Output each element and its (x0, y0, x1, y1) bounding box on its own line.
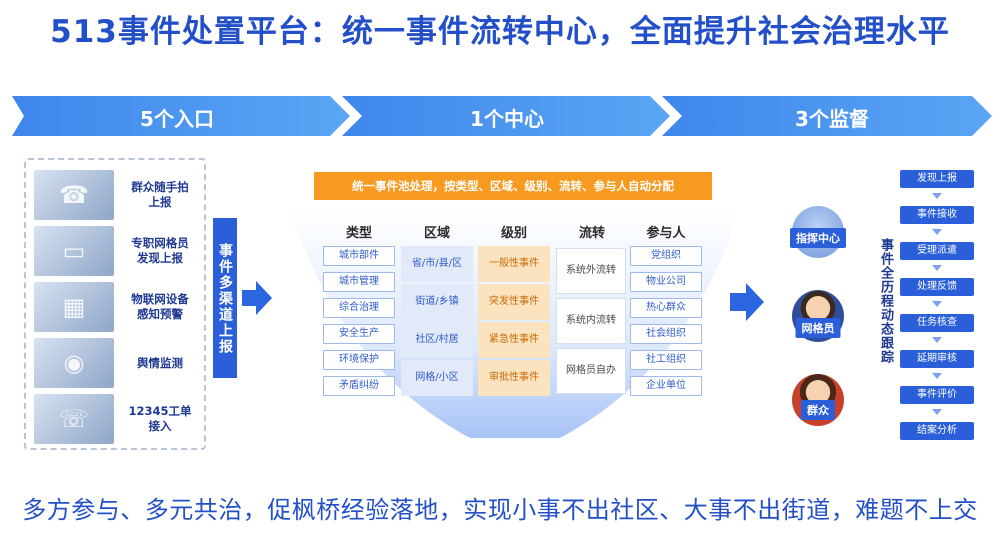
entry-item-12345: ☏ 12345工单 接入 (34, 394, 200, 444)
down-arrow-icon (932, 193, 942, 199)
region-cell: 省/市/县/区 (401, 246, 473, 282)
column-header-level: 级别 (500, 226, 527, 241)
down-arrow-icon (932, 409, 942, 415)
channel-report-bar: 事件多渠道上报 (213, 218, 237, 378)
role-citizen: 群众 (786, 374, 850, 426)
entry-panel: ☎ 群众随手拍 上报 ▭ 专职网格员 发现上报 ▦ 物联网设备 感知预警 ◉ 舆… (24, 158, 206, 450)
level-cell: 突发性事件 (478, 284, 550, 320)
type-cell: 矛盾纠纷 (323, 376, 395, 396)
entry-label: 舆情监测 (137, 355, 183, 370)
entry-item-opinion: ◉ 舆情监测 (34, 338, 200, 388)
footer-slogan: 多方参与、多元共治，促枫桥经验落地，实现小事不出社区、大事不出街道，难题不上交 (22, 496, 978, 524)
column-header-type: 类型 (345, 226, 372, 241)
flow-cell: 系统外流转 (556, 248, 626, 294)
process-tracking-label: 事件全历程动态跟踪 (878, 238, 893, 364)
step-item: 结案分析 (900, 422, 974, 440)
participant-cell: 热心群众 (630, 298, 702, 318)
type-cell: 环境保护 (323, 350, 395, 370)
role-tag: 群众 (801, 400, 835, 420)
banner-entries-label: 5个入口 (140, 107, 214, 131)
step-item: 发现上报 (900, 170, 974, 188)
region-cell: 网格/小区 (401, 360, 473, 396)
down-arrow-icon (932, 337, 942, 343)
column-header-flow: 流转 (578, 226, 605, 241)
participant-cell: 社会组织 (630, 324, 702, 344)
server-room-photo-icon: ▦ (34, 282, 114, 332)
role-command-center: 指挥中心 (786, 206, 850, 258)
step-item: 事件评价 (900, 386, 974, 404)
banner-supervision-label: 3个监督 (795, 107, 869, 131)
role-tag: 指挥中心 (790, 228, 846, 248)
step-item: 延期审核 (900, 350, 974, 368)
down-arrow-icon (932, 265, 942, 271)
role-grid-worker: 网格员 (786, 290, 850, 342)
type-cell: 城市管理 (323, 272, 395, 292)
step-item: 处理反馈 (900, 278, 974, 296)
entry-label: 12345工单 接入 (128, 404, 192, 433)
entry-label: 专职网格员 发现上报 (131, 236, 189, 265)
arrow-right-icon (242, 281, 272, 315)
entry-item-iot: ▦ 物联网设备 感知预警 (34, 282, 200, 332)
down-arrow-icon (932, 373, 942, 379)
monitoring-photo-icon: ◉ (34, 338, 114, 388)
down-arrow-icon (932, 301, 942, 307)
entry-item-grid-worker: ▭ 专职网格员 发现上报 (34, 226, 200, 276)
column-header-participant: 参与人 (646, 226, 686, 241)
laptop-photo-icon: ▭ (34, 226, 114, 276)
banner-center-label: 1个中心 (470, 107, 544, 131)
flow-cell: 网格员自办 (556, 348, 626, 394)
down-arrow-icon (932, 229, 942, 235)
type-cell: 城市部件 (323, 246, 395, 266)
entry-label: 物联网设备 感知预警 (131, 292, 189, 321)
page-title: 513事件处置平台：统一事件流转中心，全面提升社会治理水平 (50, 14, 950, 50)
step-item: 受理派遣 (900, 242, 974, 260)
entry-item-citizen-photo: ☎ 群众随手拍 上报 (34, 170, 200, 220)
stage-banner: 5个入口 1个中心 3个监督 (12, 96, 992, 136)
column-header-region: 区域 (423, 226, 450, 241)
participant-cell: 企业单位 (630, 376, 702, 396)
event-pool-banner: 统一事件池处理，按类型、区域、级别、流转、参与人自动分配 (314, 172, 712, 200)
step-item: 事件接收 (900, 206, 974, 224)
participant-cell: 物业公司 (630, 272, 702, 292)
level-cell: 一般性事件 (478, 246, 550, 282)
region-cell: 街道/乡镇 (401, 284, 473, 320)
arrow-right-icon (730, 283, 764, 321)
participant-cell: 党组织 (630, 246, 702, 266)
step-item: 任务核查 (900, 314, 974, 332)
call-center-photo-icon: ☏ (34, 394, 114, 444)
type-cell: 综合治理 (323, 298, 395, 318)
banner-arrow-shape (12, 96, 992, 136)
flow-cell: 系统内流转 (556, 298, 626, 344)
phone-photo-icon: ☎ (34, 170, 114, 220)
level-cell: 紧急性事件 (478, 322, 550, 358)
region-cell: 社区/村居 (401, 322, 473, 358)
role-tag: 网格员 (795, 318, 841, 338)
type-cell: 安全生产 (323, 324, 395, 344)
level-cell: 审批性事件 (478, 360, 550, 396)
entry-label: 群众随手拍 上报 (131, 180, 189, 209)
participant-cell: 社工组织 (630, 350, 702, 370)
